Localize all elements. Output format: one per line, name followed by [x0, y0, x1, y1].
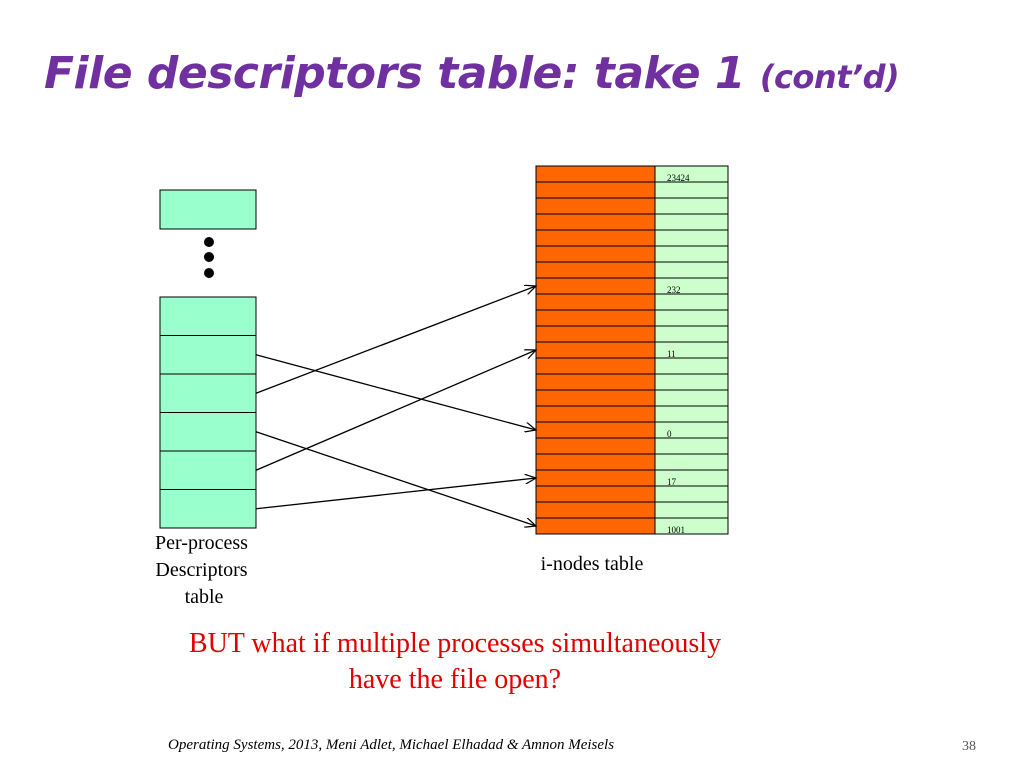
descriptor-row: [159, 450, 257, 490]
pointer-arrow: [255, 431, 536, 526]
inode-row-right: [654, 485, 729, 503]
inode-row-left: [535, 261, 656, 279]
inode-row-right: [654, 517, 729, 535]
inode-row-left: [535, 341, 656, 359]
inode-row-left: [535, 389, 656, 407]
descriptor-top-cell: [159, 189, 257, 230]
question-line-1: BUT what if multiple processes simultane…: [188, 628, 722, 659]
footer-credits: Operating Systems, 2013, Meni Adlet, Mic…: [168, 737, 615, 753]
inode-row-right: [654, 469, 729, 487]
descriptors-label-line3: table: [185, 586, 224, 608]
inode-row-left: [535, 469, 656, 487]
inode-row-right: [654, 165, 729, 183]
inode-row-left: [535, 421, 656, 439]
inode-value: 0: [667, 429, 672, 439]
inode-value: 232: [667, 285, 681, 295]
inode-row-right: [654, 181, 729, 199]
inode-row-right: [654, 309, 729, 327]
inode-row-right: [654, 229, 729, 247]
inode-row-left: [535, 229, 656, 247]
descriptor-row: [159, 489, 257, 529]
inodes-table: 23424 232 11 0 17 1001: [535, 165, 729, 535]
inode-row-left: [535, 325, 656, 343]
descriptor-row: [159, 412, 257, 452]
inode-value: 17: [667, 477, 677, 487]
inode-row-right: [654, 277, 729, 295]
ellipsis-dot: [204, 237, 214, 247]
inode-row-left: [535, 501, 656, 519]
inode-row-left: [535, 165, 656, 183]
title-suffix: (cont’d): [759, 58, 900, 96]
pointer-arrows: [255, 286, 536, 526]
inode-row-right: [654, 421, 729, 439]
inode-row-left: [535, 181, 656, 199]
pointer-arrow: [255, 478, 536, 510]
inode-row-right: [654, 501, 729, 519]
descriptor-row: [159, 335, 257, 375]
inode-row-left: [535, 213, 656, 231]
inode-value: 23424: [667, 173, 690, 183]
inode-row-right: [654, 373, 729, 391]
page-number: 38: [962, 739, 976, 754]
descriptors-table: [159, 296, 257, 529]
inode-row-right: [654, 357, 729, 375]
descriptors-label: Per-process Descriptors table: [155, 532, 253, 608]
inode-row-right: [654, 325, 729, 343]
inode-row-left: [535, 453, 656, 471]
inode-row-right: [654, 453, 729, 471]
ellipsis-dot: [204, 268, 214, 278]
inode-row-left: [535, 277, 656, 295]
inode-row-right: [654, 197, 729, 215]
pointer-arrow: [255, 350, 536, 471]
descriptors-label-line1: Per-process: [155, 532, 248, 554]
pointer-arrow: [255, 354, 536, 430]
question-text: BUT what if multiple processes simultane…: [110, 626, 800, 698]
descriptor-row: [159, 296, 257, 336]
inode-row-left: [535, 373, 656, 391]
pointer-arrow: [255, 286, 536, 394]
inode-row-right: [654, 389, 729, 407]
inode-row-left: [535, 405, 656, 423]
inode-row-right: [654, 405, 729, 423]
slide-title: File descriptors table: take 1 (cont’d): [44, 48, 900, 99]
question-line-2: have the file open?: [348, 664, 562, 695]
inode-row-left: [535, 245, 656, 263]
inode-row-right: [654, 245, 729, 263]
inode-row-right: [654, 341, 729, 359]
ellipsis-dot: [204, 252, 214, 262]
inode-row-left: [535, 293, 656, 311]
inode-row-left: [535, 309, 656, 327]
inode-row-right: [654, 437, 729, 455]
ellipsis-dots: [204, 237, 214, 278]
inode-value: 1001: [667, 525, 685, 535]
descriptors-label-line2: Descriptors: [155, 559, 247, 581]
inode-row-left: [535, 517, 656, 535]
inode-row-left: [535, 197, 656, 215]
inode-row-left: [535, 357, 656, 375]
inode-row-right: [654, 261, 729, 279]
title-text: File descriptors table: take 1: [44, 48, 746, 99]
inode-row-left: [535, 485, 656, 503]
inode-row-right: [654, 213, 729, 231]
inode-value: 11: [667, 349, 676, 359]
inode-row-right: [654, 293, 729, 311]
inodes-label: i-nodes table: [541, 553, 644, 575]
inode-row-left: [535, 437, 656, 455]
descriptor-row: [159, 373, 257, 413]
